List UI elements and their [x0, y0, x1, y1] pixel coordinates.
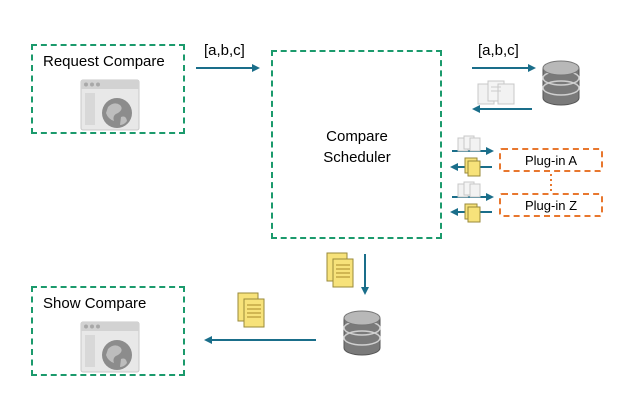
request-compare-box: Request Compare [31, 44, 185, 134]
yellow-documents-icon [237, 292, 265, 328]
browser-globe-icon [80, 79, 140, 131]
request-compare-title: Request Compare [43, 53, 165, 70]
compare-scheduler-box: Compare Scheduler [271, 50, 442, 239]
plugin-z-label: Plug-in Z [524, 198, 578, 213]
plugin-z-box: Plug-in Z [499, 193, 603, 217]
scheduler-line1: Compare [326, 128, 388, 145]
yellow-documents-icon [464, 157, 481, 177]
browser-globe-icon [80, 321, 140, 373]
plugin-a-label: Plug-in A [524, 153, 578, 168]
scheduler-line2: Scheduler [323, 149, 391, 166]
database-icon [343, 310, 381, 356]
yellow-documents-icon [464, 203, 481, 223]
db-arrow-label: [a,b,c] [478, 42, 519, 59]
documents-icon [477, 80, 515, 105]
show-compare-title: Show Compare [43, 295, 147, 312]
request-arrow-label: [a,b,c] [204, 42, 245, 59]
documents-icon [457, 135, 481, 152]
plugin-a-box: Plug-in A [499, 148, 603, 172]
yellow-documents-icon [326, 252, 354, 288]
documents-icon [457, 181, 481, 198]
database-icon [542, 60, 580, 106]
show-compare-box: Show Compare [31, 286, 185, 376]
